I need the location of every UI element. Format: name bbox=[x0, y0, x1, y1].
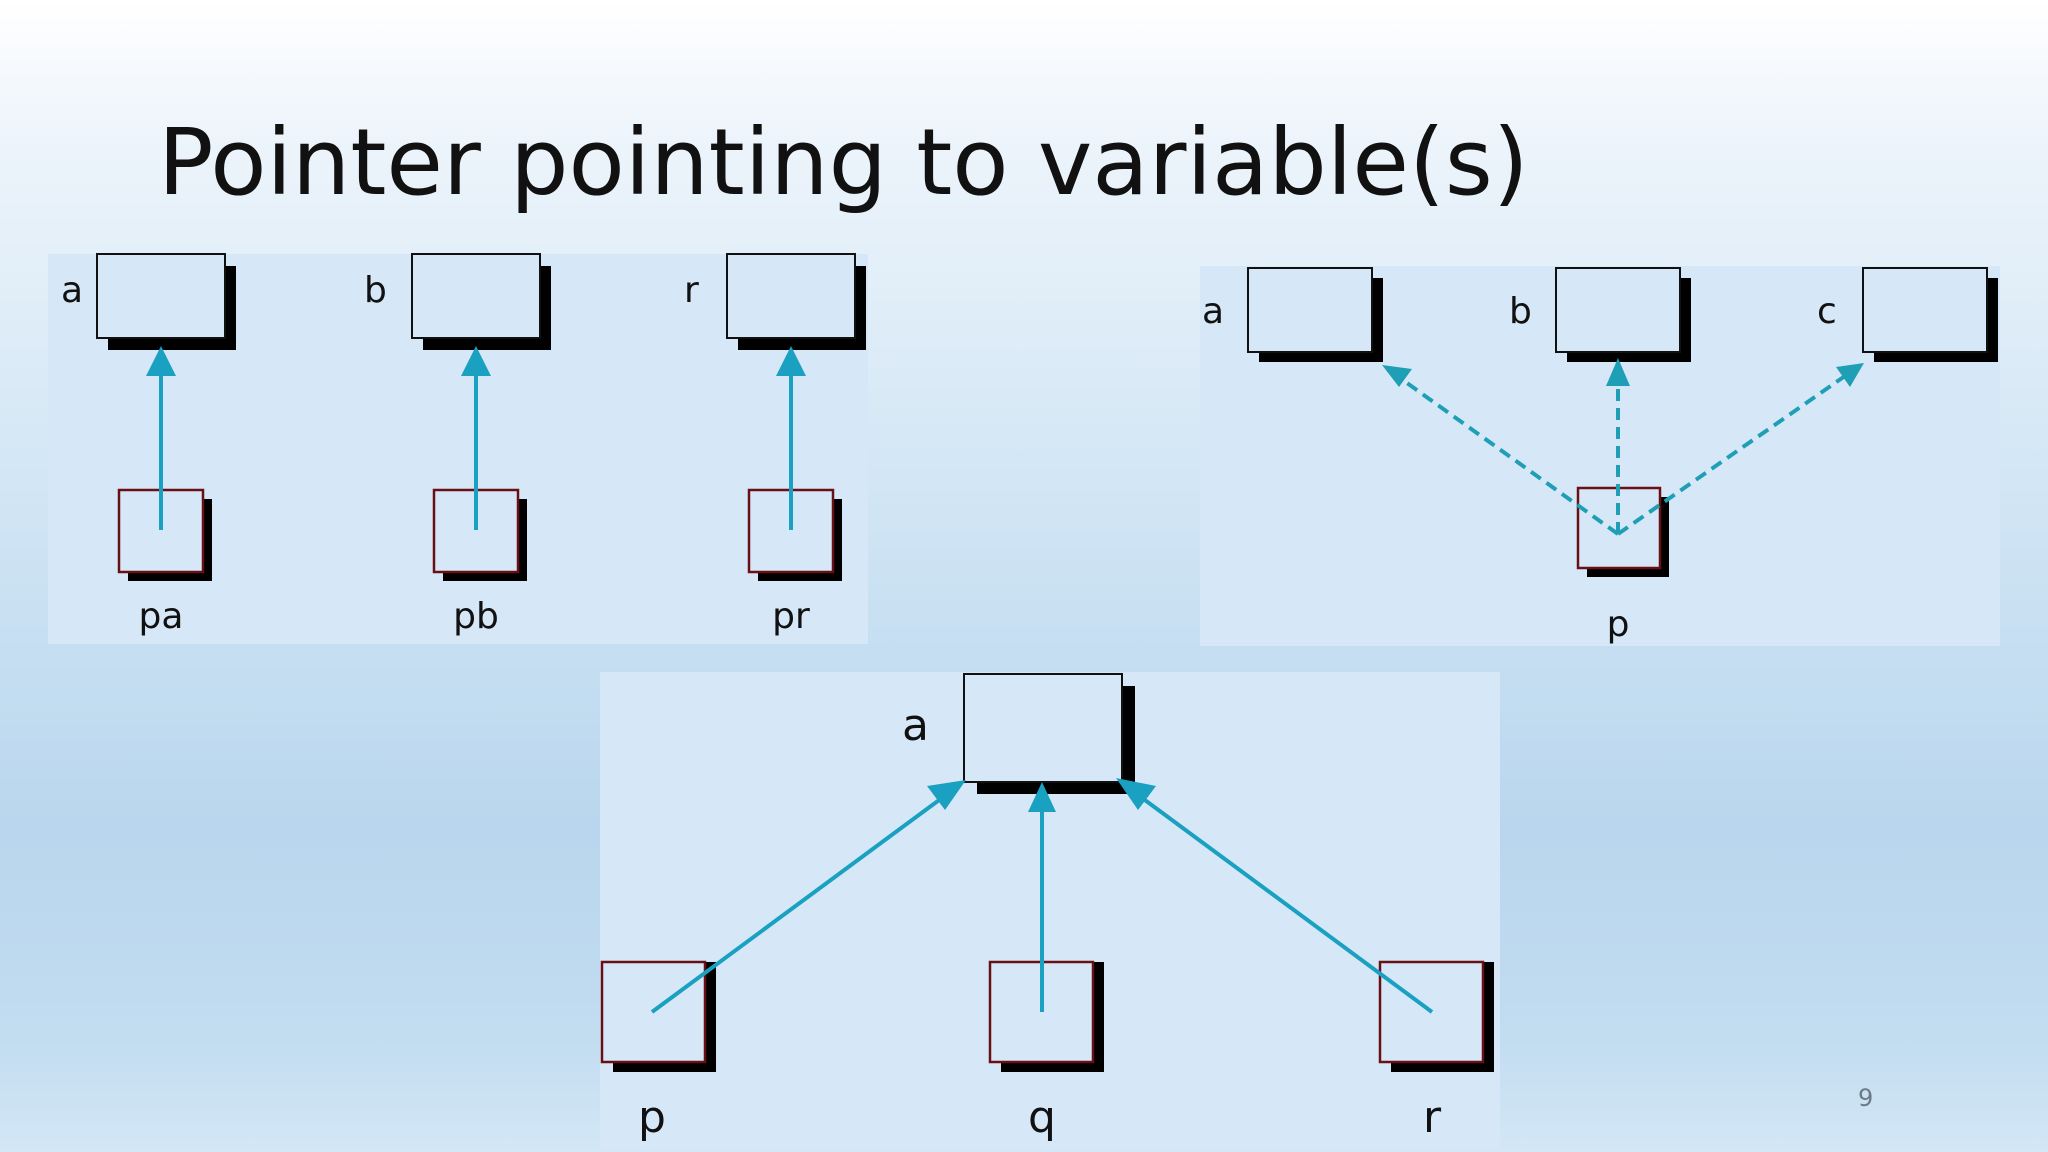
variable-b-label: b bbox=[364, 270, 387, 311]
variable-b-box bbox=[1555, 267, 1681, 353]
many-to-one-svg: a p q r bbox=[600, 673, 1494, 1143]
slide-title: Pointer pointing to variable(s) bbox=[158, 109, 1529, 216]
one-to-many-svg: a b c p bbox=[1202, 267, 1998, 645]
arrowhead-p-to-a bbox=[927, 780, 966, 810]
arrowhead-pa-to-a bbox=[146, 346, 176, 376]
arrow-p-to-a bbox=[1398, 376, 1620, 536]
variable-a-label: a bbox=[1202, 291, 1224, 332]
arrowhead-p-to-a bbox=[1382, 365, 1412, 387]
variable-a-box bbox=[1247, 267, 1373, 353]
variable-a-label: a bbox=[61, 270, 83, 311]
arrowhead-pb-to-b bbox=[461, 346, 491, 376]
pointer-r-label: r bbox=[1423, 1092, 1442, 1143]
pointer-pb-label: pb bbox=[453, 596, 499, 637]
pointer-p-label: p bbox=[638, 1092, 666, 1143]
variable-r-box bbox=[726, 253, 856, 339]
arrowhead-q-to-a bbox=[1028, 782, 1056, 812]
arrow-p-to-a bbox=[650, 790, 952, 1014]
pair-r-pr: r pr bbox=[684, 253, 866, 637]
pair-a-pa: a pa bbox=[61, 253, 236, 637]
one-to-one-svg: a pa b pb r pr bbox=[61, 253, 866, 637]
variable-b-label: b bbox=[1509, 291, 1532, 332]
one-to-one-diagram: a pa b pb r pr bbox=[48, 253, 868, 644]
pointer-pb-box bbox=[432, 488, 520, 574]
variable-a-label: a bbox=[902, 700, 929, 751]
page-number: 9 bbox=[1858, 1084, 1874, 1112]
variable-c-box bbox=[1862, 267, 1988, 353]
one-to-many-diagram: a b c p bbox=[1200, 266, 2000, 646]
variable-a-box bbox=[963, 673, 1123, 783]
arrow-r-to-a bbox=[1132, 790, 1434, 1014]
pointer-pr-label: pr bbox=[772, 596, 810, 637]
arrowhead-pr-to-r bbox=[776, 346, 806, 376]
pair-b-pb: b pb bbox=[364, 253, 551, 637]
variable-r-label: r bbox=[684, 270, 699, 311]
pointer-pa-label: pa bbox=[139, 596, 184, 637]
many-to-one-diagram: a p q r bbox=[600, 672, 1500, 1150]
arrowhead-r-to-a bbox=[1116, 778, 1156, 810]
variable-c-label: c bbox=[1817, 291, 1837, 332]
variable-a-box bbox=[96, 253, 226, 339]
arrow-p-to-c bbox=[1616, 374, 1847, 536]
pointer-q-label: q bbox=[1028, 1092, 1056, 1143]
arrowhead-p-to-b bbox=[1606, 358, 1630, 386]
arrowhead-p-to-c bbox=[1836, 363, 1864, 387]
variable-b-box bbox=[411, 253, 541, 339]
pointer-p-label: p bbox=[1607, 604, 1630, 645]
